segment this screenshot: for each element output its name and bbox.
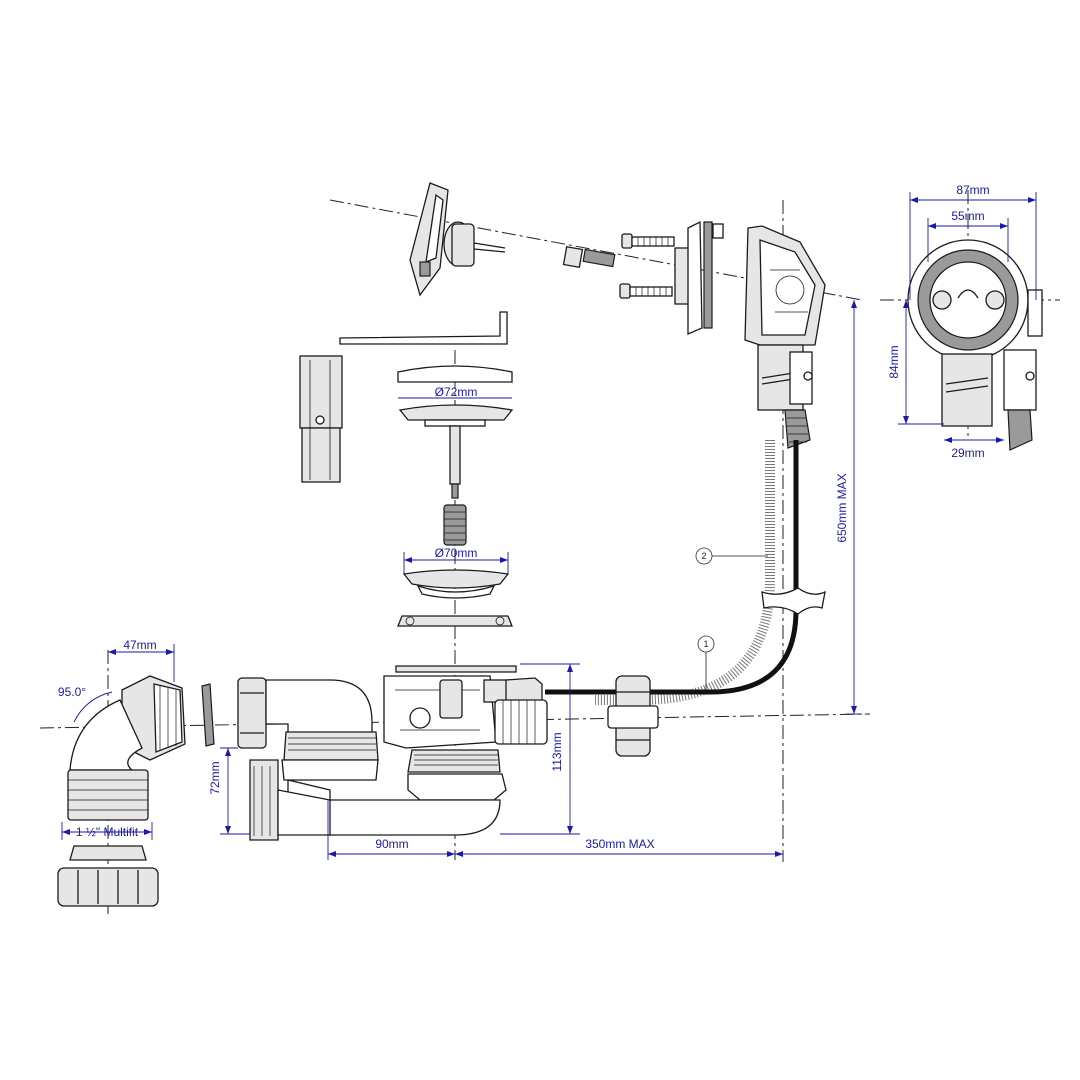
dimension-lines	[61, 192, 1037, 860]
strainer-flange	[402, 569, 510, 599]
outlet-elbow	[237, 677, 379, 841]
multifit-nut	[57, 867, 159, 907]
dim-47mm: 47mm	[123, 638, 156, 652]
multifit-washer	[69, 845, 147, 861]
dim-diameter-72: Ø72mm	[435, 385, 478, 399]
dim-55mm: 55mm	[951, 209, 984, 223]
callout-1-label: 1	[703, 639, 708, 649]
sealing-washer	[201, 683, 215, 747]
dim-29mm: 29mm	[951, 446, 984, 460]
dim-diameter-70: Ø70mm	[435, 546, 478, 560]
cable-connector	[562, 245, 616, 269]
plug-disc	[398, 404, 514, 499]
dim-350mm-max: 350mm MAX	[585, 837, 654, 851]
compression-nut	[607, 675, 659, 757]
dim-650mm-max: 650mm MAX	[835, 473, 849, 542]
overflow-cover-plate	[409, 182, 449, 297]
plug-cap	[397, 365, 513, 383]
dimension-arrows	[62, 197, 1036, 857]
callout-1: 1	[697, 635, 715, 690]
dim-multifit: 1 ½" Multifit	[76, 825, 139, 839]
dim-angle: 95.0°	[58, 685, 86, 699]
center-lines	[39, 190, 1060, 918]
elbow-fitting	[67, 675, 186, 821]
end-view	[907, 239, 1043, 451]
strainer-gasket	[397, 615, 513, 627]
trap-body	[287, 665, 548, 836]
control-cable-1	[545, 440, 826, 695]
dim-84mm: 84mm	[887, 345, 901, 378]
callout-2: 2	[695, 547, 768, 565]
screw-top	[621, 233, 675, 249]
overflow-body	[744, 225, 826, 449]
overflow-knob	[443, 221, 506, 267]
plug-spring	[443, 504, 467, 546]
hex-key	[339, 311, 508, 345]
dim-72mm: 72mm	[208, 761, 222, 794]
sleeve-tool	[299, 355, 343, 483]
dim-90mm: 90mm	[375, 837, 408, 851]
dim-87mm: 87mm	[956, 183, 989, 197]
flexible-hose-2	[595, 440, 775, 705]
overflow-flange	[674, 220, 724, 335]
screw-bottom	[619, 283, 673, 299]
dim-113mm: 113mm	[550, 732, 564, 771]
callout-2-label: 2	[701, 551, 706, 561]
